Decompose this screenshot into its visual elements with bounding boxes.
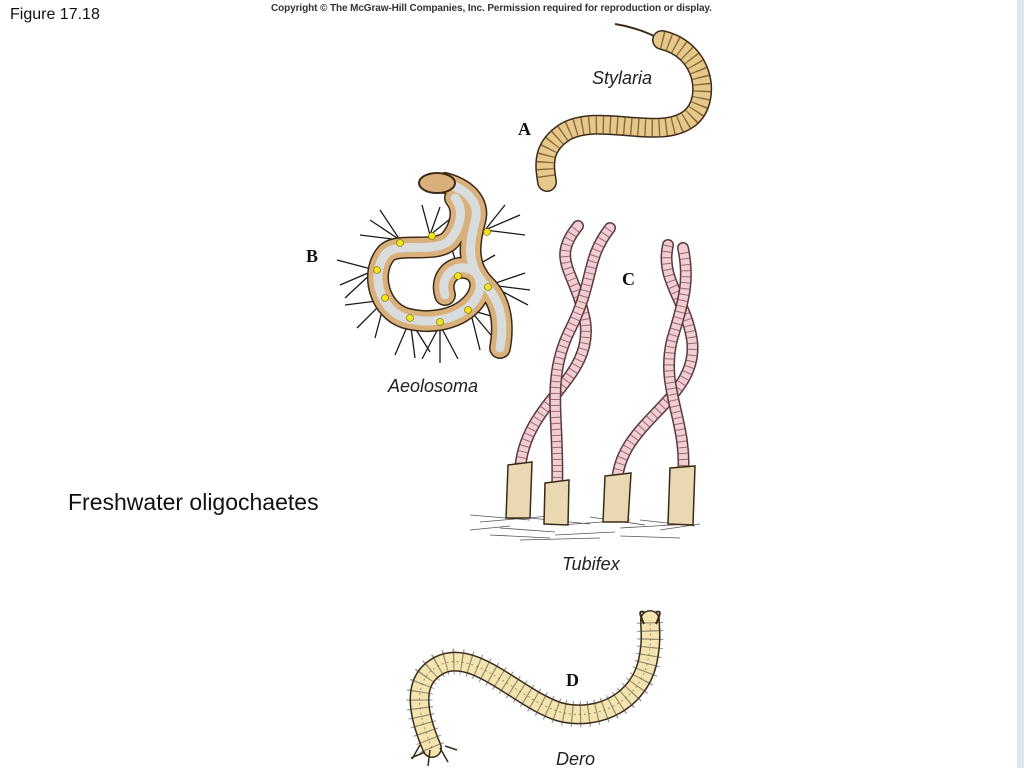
aeolosoma-head — [418, 172, 456, 194]
dero-setae — [406, 619, 664, 754]
slide-caption: Freshwater oligochaetes — [68, 489, 319, 515]
panel-letter-c: C — [622, 269, 635, 289]
aeolosoma-yellow-spots — [373, 228, 492, 326]
tubifex-tubes — [505, 461, 696, 526]
species-label-tubifex: Tubifex — [562, 554, 621, 574]
panel-b-aeolosoma: B Aeolosoma — [306, 172, 531, 396]
dero-body — [411, 611, 659, 757]
species-label-aeolosoma: Aeolosoma — [387, 376, 478, 396]
panel-letter-d: D — [566, 670, 579, 690]
panel-d-dero: D Dero — [406, 610, 664, 768]
window-edge-strip — [1017, 0, 1024, 768]
dero-gut-line — [419, 619, 651, 749]
aeolosoma-gut — [373, 178, 507, 353]
panel-c-tubifex: C Tubifex — [469, 220, 701, 574]
dero-gills — [410, 744, 458, 767]
stylaria-segments — [536, 31, 711, 184]
panel-a-stylaria: A Stylaria — [518, 23, 713, 192]
figure-label: Figure 17.18 — [10, 6, 100, 23]
species-label-dero: Dero — [556, 749, 595, 768]
stylaria-body — [535, 30, 713, 192]
tubifex-pair-left — [514, 220, 616, 496]
panel-letter-b: B — [306, 246, 318, 266]
dero-body-outline — [409, 610, 661, 758]
tubifex-pair-right — [611, 239, 699, 488]
copyright-notice: Copyright © The McGraw-Hill Companies, I… — [271, 3, 712, 14]
panel-letter-a: A — [518, 119, 531, 139]
species-label-stylaria: Stylaria — [592, 68, 652, 88]
tubifex-sediment — [469, 514, 701, 541]
dero-head-tentacles — [639, 610, 661, 625]
